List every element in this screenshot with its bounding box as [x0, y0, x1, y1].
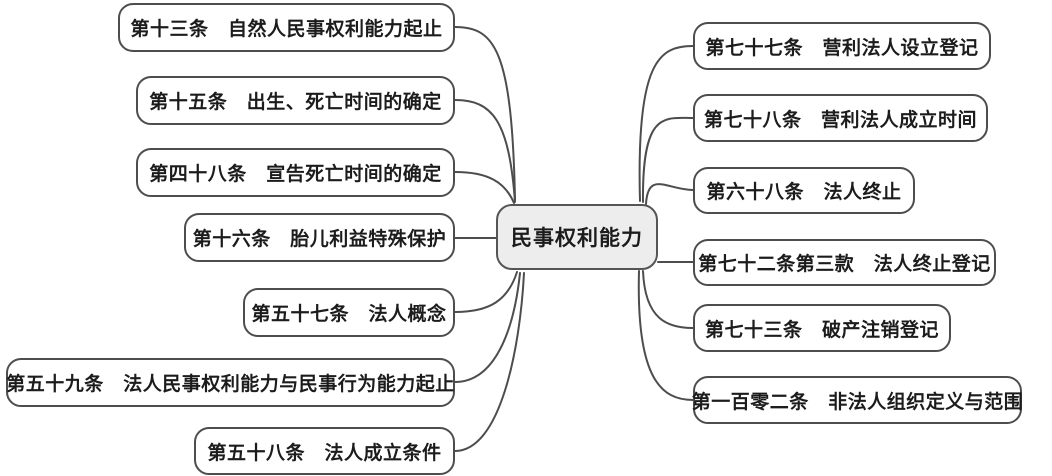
branch-node-right-5[interactable]: 第七十三条 破产注销登记	[693, 304, 951, 352]
branch-label: 第六十八条 法人终止	[706, 182, 902, 203]
edge-right-6	[637, 270, 694, 401]
branch-node-right-6[interactable]: 第一百零二条 非法人组织定义与范围	[691, 376, 1024, 424]
edge-left-1	[454, 26, 516, 201]
edge-right-3	[645, 183, 694, 205]
edge-right-2	[641, 116, 694, 203]
edge-left-7	[454, 272, 525, 452]
branch-label: 第五十七条 法人概念	[251, 304, 447, 325]
branch-node-left-4[interactable]: 第十六条 胎儿利益特殊保护	[184, 213, 455, 262]
edge-left-2	[454, 99, 516, 203]
branch-label: 第七十八条 营利法人成立时间	[703, 109, 977, 131]
branch-node-left-1[interactable]: 第十三条 自然人民事权利能力起止	[118, 3, 455, 52]
branch-label: 第五十八条 法人成立条件	[207, 442, 442, 464]
edge-left-5	[454, 271, 518, 313]
branch-label: 第七十三条 破产注销登记	[704, 319, 939, 341]
branch-node-right-3[interactable]: 第六十八条 法人终止	[693, 167, 915, 214]
branch-node-left-3[interactable]: 第四十八条 宣告死亡时间的确定	[136, 148, 455, 197]
branch-label: 第四十八条 宣告死亡时间的确定	[149, 164, 442, 185]
branch-label: 第五十九条 法人民事权利能力与民事行为能力起止	[6, 374, 455, 395]
branch-label: 第一百零二条 非法人组织定义与范围	[691, 391, 1024, 413]
branch-node-right-2[interactable]: 第七十八条 营利法人成立时间	[693, 94, 988, 142]
branch-node-left-6[interactable]: 第五十九条 法人民事权利能力与民事行为能力起止	[6, 358, 455, 407]
branch-node-left-2[interactable]: 第十五条 出生、死亡时间的确定	[136, 76, 455, 125]
branch-node-right-4[interactable]: 第七十二条第三款 法人终止登记	[693, 239, 996, 286]
branch-label: 第七十二条第三款 法人终止登记	[698, 254, 991, 275]
branch-label: 第十五条 出生、死亡时间的确定	[149, 92, 442, 113]
edge-right-5	[642, 270, 694, 329]
branch-label: 第十三条 自然人民事权利能力起止	[130, 19, 443, 40]
edge-left-6	[454, 272, 521, 383]
central-node-label: 民事权利能力	[511, 226, 643, 250]
central-node[interactable]: 民事权利能力	[496, 204, 658, 270]
branch-node-right-1[interactable]: 第七十七条 营利法人设立登记	[693, 22, 991, 70]
branch-label: 第七十七条 营利法人设立登记	[705, 37, 979, 59]
edge-left-3	[454, 171, 515, 204]
branch-label: 第十六条 胎儿利益特殊保护	[192, 229, 447, 250]
edge-right-1	[638, 45, 694, 202]
branch-node-left-7[interactable]: 第五十八条 法人成立条件	[194, 427, 455, 475]
branch-node-left-5[interactable]: 第五十七条 法人概念	[243, 288, 455, 337]
